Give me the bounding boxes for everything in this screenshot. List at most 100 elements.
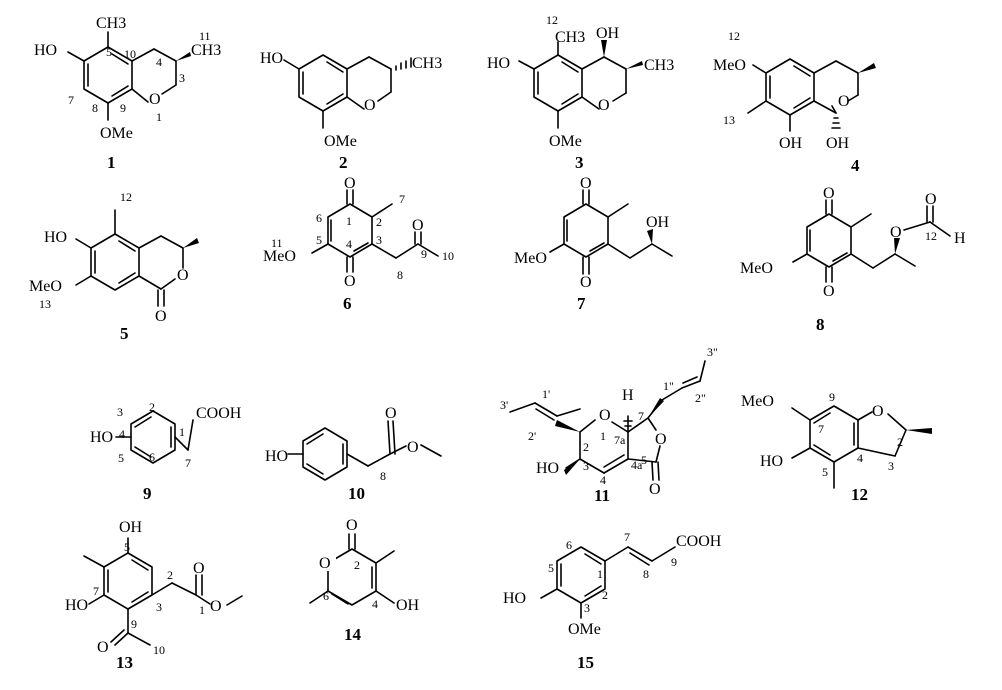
group-label: O: [149, 91, 161, 108]
structure-6: O O O MeO 1 2 3 4 5 6 7 8 9 10 11 6: [263, 175, 454, 313]
compound-number: 13: [116, 653, 133, 672]
locant: 9: [120, 101, 126, 115]
locant: 11: [271, 236, 283, 250]
group-label: O: [580, 175, 592, 192]
group-label: O: [319, 555, 331, 572]
group-label: OH: [826, 135, 850, 152]
compound-number: 12: [851, 485, 868, 504]
group-label: O: [97, 639, 109, 656]
locant: 2: [354, 558, 360, 572]
locant: 5: [118, 451, 124, 465]
locant: 9: [421, 247, 427, 261]
group-label: HO: [536, 460, 559, 477]
group-label: HO: [487, 55, 510, 72]
locant: 8: [380, 469, 386, 483]
locant: 3: [583, 459, 589, 473]
group-label: O: [385, 405, 397, 422]
locant: 3: [179, 71, 185, 85]
locant: 6: [323, 589, 329, 603]
group-label: O: [599, 407, 611, 424]
locant: 1: [346, 214, 352, 228]
locant: 4a: [631, 458, 643, 472]
locant: 10: [153, 643, 165, 657]
group-label: O: [925, 191, 937, 208]
group-label: CH3: [644, 57, 674, 74]
group-label: H: [954, 230, 966, 247]
locant: 12: [546, 13, 558, 27]
locant: 6: [149, 450, 155, 464]
compound-number: 7: [577, 294, 586, 313]
locant: 8: [643, 567, 649, 581]
group-label: HO: [65, 597, 88, 614]
locant: 9: [829, 390, 835, 404]
locant: 5: [822, 465, 828, 479]
group-label: HO: [44, 229, 67, 246]
compound-number: 5: [120, 324, 129, 343]
structure-14: O O OH 2 4 6 14: [309, 517, 420, 644]
locant: 1: [179, 425, 185, 439]
locant: 4: [156, 55, 162, 69]
compound-number: 14: [344, 625, 362, 644]
group-label: O: [412, 217, 424, 234]
locant: 10: [124, 47, 136, 61]
group-label: O: [823, 185, 835, 202]
locant: 6: [566, 538, 572, 552]
locant: 4: [857, 451, 863, 465]
locant: 4: [600, 473, 606, 487]
locant: 7: [399, 192, 405, 206]
locant: 2': [528, 429, 536, 443]
group-label: OH: [646, 214, 670, 231]
locant: 3": [707, 345, 718, 359]
locant: 5: [548, 561, 554, 575]
locant: 2: [602, 588, 608, 602]
locant: 3: [888, 459, 894, 473]
group-label: H: [622, 387, 634, 404]
compound-number: 8: [816, 315, 825, 334]
group-label: MeO: [740, 260, 773, 277]
group-label: O: [407, 439, 419, 456]
group-label: O: [364, 97, 376, 114]
locant: 6: [316, 211, 322, 225]
group-label: OH: [119, 519, 143, 536]
structure-7: O OH O MeO 7: [514, 175, 673, 313]
locant: 12: [925, 229, 937, 243]
locant: 3: [584, 601, 590, 615]
locant: 11: [199, 29, 211, 43]
group-label: OH: [779, 135, 803, 152]
locant: 5: [316, 233, 322, 247]
group-label: OMe: [549, 133, 582, 150]
group-label: CH3: [191, 42, 221, 59]
group-label: HO: [34, 42, 57, 59]
group-label: MeO: [741, 393, 774, 410]
locant: 4: [372, 597, 378, 611]
group-label: CH3: [412, 55, 442, 72]
locant: 7: [638, 409, 644, 423]
structure-11: O O O H HO 1 2 3 4 5 7 7a 4a 1' 2' 3' 1"…: [500, 345, 718, 505]
group-label: O: [344, 175, 356, 192]
locant: 13: [39, 297, 51, 311]
compound-number: 11: [594, 486, 610, 505]
locant: 3: [376, 233, 382, 247]
group-label: O: [823, 283, 835, 300]
structure-15: HO OMe COOH 1 2 3 5 6 7 8 9 15: [503, 530, 722, 672]
structure-13: OH HO O O O 1 2 3 5 7 9 10 13: [65, 519, 243, 672]
group-label: CH3: [555, 29, 585, 46]
locant: 7: [185, 456, 191, 470]
group-label: COOH: [196, 405, 242, 422]
locant: 8: [92, 101, 98, 115]
locant: 12: [728, 29, 740, 43]
group-label: O: [210, 598, 222, 615]
locant: 2": [695, 391, 706, 405]
group-label: O: [872, 403, 884, 420]
group-label: O: [177, 267, 189, 284]
structure-12: MeO HO O 2 3 4 5 7 9 12: [741, 390, 932, 504]
locant: 7: [624, 530, 630, 544]
group-label: CH3: [96, 15, 126, 32]
group-label: HO: [265, 448, 288, 465]
locant: 1': [542, 387, 550, 401]
locant: 3: [117, 405, 123, 419]
locant: 3: [156, 600, 162, 614]
locant: 12: [120, 190, 132, 204]
compound-number: 9: [143, 484, 152, 503]
